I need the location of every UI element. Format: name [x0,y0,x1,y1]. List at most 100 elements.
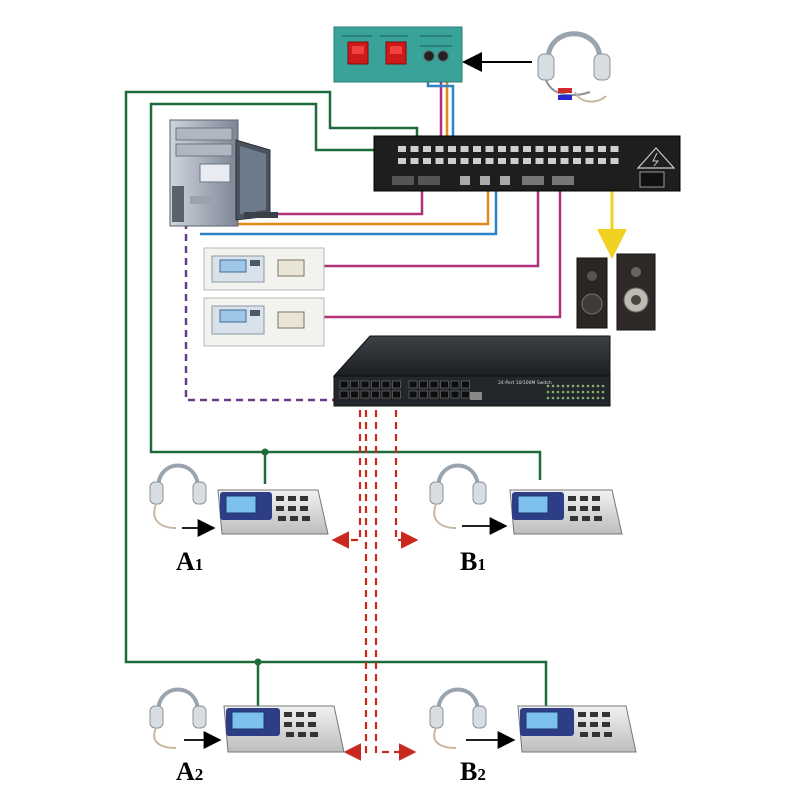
switch-port [392,380,401,389]
green-cable-inner [149,102,542,480]
switch-led [556,396,560,400]
rack-port [535,158,544,164]
switch-port [392,390,401,399]
rack-port [585,146,594,152]
headset-a2 [149,687,207,749]
switch-leds [546,384,605,400]
magenta-cable-pc [228,182,424,216]
rack-port [610,146,619,152]
switch-led [586,396,590,400]
switch-led [596,396,600,400]
jack-1 [423,50,435,62]
switch-led [591,390,595,394]
rack-port [523,158,531,164]
switch-port [440,390,449,399]
switch-led [561,396,565,400]
switch-port-grid [339,380,470,399]
rack-port [535,146,544,152]
red-cable-a1 [331,398,362,549]
switch-led [596,384,600,388]
high-voltage-icon [636,147,676,169]
switch-port [419,380,428,389]
switch-port [371,390,380,399]
rack-port [398,146,406,152]
green-junction-a1 [261,448,269,456]
rack-port [598,158,606,164]
switch-port [371,380,380,389]
switch-port [461,380,470,389]
switch-led [566,390,570,394]
rack-bottom-ports [392,176,574,185]
rack-port [460,146,469,152]
switch-port [450,380,460,389]
switch-port [461,390,470,399]
switch-port [360,380,370,389]
switch-led [586,384,590,388]
switch-led [561,384,565,388]
switch-port [440,380,449,389]
student-terminal-b2: B2 [429,687,637,786]
rack-port [448,146,456,152]
student-terminal-a2: A2 [149,687,345,786]
switch-led [576,384,580,388]
switch-led [546,384,550,388]
teacher-computer [169,119,278,227]
blue-cable-pc [200,188,498,236]
rack-port [560,146,569,152]
label-a1: A1 [176,547,203,576]
rack-port [423,158,431,164]
rack-port [573,146,581,152]
switch-led [591,384,595,388]
rack-port [435,158,444,164]
power-inlet [639,171,665,188]
rack-port [473,158,481,164]
switch-port [339,380,349,389]
rack-port [460,158,469,164]
switch-port [408,380,418,389]
rack-controller [373,135,681,192]
switch-port [350,390,359,399]
label-a2: A2 [176,757,203,786]
red-cable-b2 [374,398,417,761]
switch-led [566,384,570,388]
rack-port [548,158,556,164]
magenta-cable-panel-2 [323,188,562,319]
switch-led [551,396,555,400]
rack-port [410,146,419,152]
pc-monitor [235,139,278,221]
label-b2: B2 [460,757,486,786]
switch-led [571,384,575,388]
rack-port [498,146,506,152]
switch-led [546,390,550,394]
switch-led [566,396,570,400]
rack-port [435,146,444,152]
switch-port [339,390,349,399]
switch-port [350,380,359,389]
switch-port [381,390,391,399]
switch-led [591,396,595,400]
rack-port [560,158,569,164]
switch-port [419,390,428,399]
rack-port [485,146,494,152]
switch-led [586,390,590,394]
switch-led [581,396,585,400]
rack-port [410,158,419,164]
switch-port [360,390,370,399]
switch-led [551,390,555,394]
label-b1: B1 [460,547,486,576]
jack-2 [437,50,449,62]
red-cable-a2 [343,398,368,761]
red-dashed-cables [331,398,419,761]
wall-module-2 [203,297,325,347]
rack-port [510,158,519,164]
speakers [576,253,656,331]
switch-led [596,390,600,394]
switch-led [601,384,605,388]
headset-b2 [429,687,487,749]
red-cable-b1 [394,398,419,549]
switch-port [408,390,418,399]
wall-module-1 [203,247,325,291]
rack-port-grid [398,146,619,164]
rack-port [573,158,581,164]
switch-led [571,396,575,400]
